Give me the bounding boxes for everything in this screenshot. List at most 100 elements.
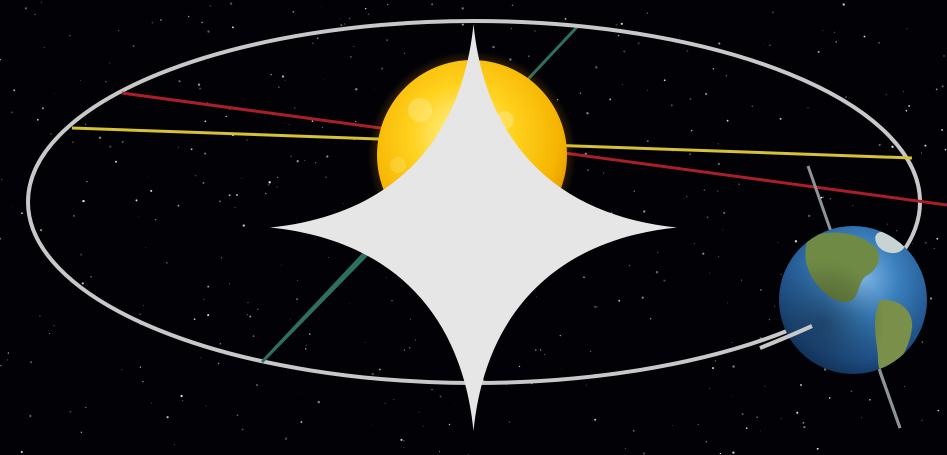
star [280, 264, 282, 266]
star [80, 431, 83, 434]
star [257, 308, 259, 310]
star [53, 93, 55, 94]
star [249, 315, 252, 318]
star [924, 144, 927, 147]
star [929, 297, 933, 300]
star [236, 414, 239, 417]
star [586, 168, 589, 172]
star [160, 19, 162, 21]
star [294, 107, 296, 109]
star [139, 313, 141, 316]
star [539, 349, 542, 351]
star [202, 182, 205, 184]
star [205, 405, 207, 407]
star [672, 425, 673, 427]
star [204, 152, 207, 155]
star [177, 204, 180, 207]
star [177, 146, 179, 148]
star [780, 273, 782, 275]
star [355, 88, 358, 91]
star [132, 44, 135, 47]
star [264, 192, 267, 195]
star [642, 452, 646, 455]
star [583, 276, 585, 279]
star [403, 440, 405, 442]
star [817, 50, 820, 53]
star [763, 43, 764, 45]
star [289, 318, 291, 320]
star [620, 22, 623, 25]
star [726, 119, 729, 122]
star [799, 383, 803, 387]
star [448, 423, 451, 426]
star [145, 247, 147, 249]
star [615, 23, 618, 26]
star [535, 349, 537, 351]
star [252, 335, 255, 337]
star [717, 162, 721, 166]
star [408, 347, 411, 349]
star [647, 90, 649, 91]
star [633, 430, 635, 432]
star [768, 318, 771, 321]
star [772, 11, 774, 13]
star [689, 98, 692, 100]
star [896, 230, 898, 232]
star [80, 253, 83, 256]
star [594, 305, 597, 308]
earth-axis-front [878, 371, 902, 429]
star [98, 136, 102, 139]
star [712, 67, 715, 70]
star [234, 207, 236, 208]
star [760, 289, 762, 291]
star [81, 163, 83, 165]
star [371, 372, 374, 376]
star [863, 35, 866, 38]
star [7, 352, 9, 354]
star [823, 368, 827, 371]
star [717, 143, 719, 145]
star [79, 80, 81, 81]
star [268, 181, 271, 184]
star [209, 5, 211, 7]
star [374, 89, 375, 90]
star [603, 172, 605, 174]
star [231, 26, 234, 29]
star [590, 350, 592, 352]
star [220, 257, 223, 259]
star [596, 306, 598, 308]
star [34, 13, 36, 16]
star [511, 4, 514, 6]
star [86, 180, 88, 183]
star [912, 243, 914, 245]
star [327, 257, 329, 258]
star [197, 83, 201, 86]
star [284, 79, 286, 81]
star [641, 296, 644, 299]
star [180, 394, 183, 398]
star [842, 3, 845, 6]
star [90, 276, 92, 278]
star [510, 27, 512, 29]
star [325, 176, 327, 178]
star [751, 105, 754, 107]
star [906, 28, 908, 30]
star [633, 190, 635, 192]
star [246, 314, 249, 316]
star [850, 390, 853, 393]
star [314, 162, 317, 164]
star [623, 50, 626, 53]
star [808, 214, 811, 218]
star [732, 451, 735, 454]
star [845, 96, 847, 98]
star [166, 262, 168, 264]
star [198, 87, 202, 90]
star [277, 176, 279, 179]
star [135, 199, 138, 202]
star [384, 402, 386, 405]
star [834, 31, 836, 33]
star [348, 303, 350, 304]
star [217, 362, 220, 365]
star [121, 369, 123, 371]
